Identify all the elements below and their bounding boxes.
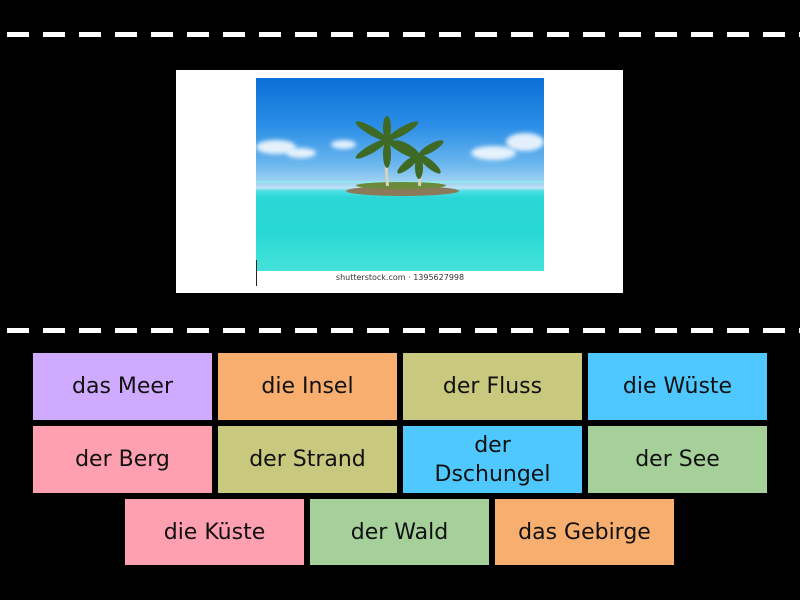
tile-label: der Strand <box>249 447 366 472</box>
answer-tile-der-see[interactable]: der See <box>588 426 767 493</box>
tile-label: die Insel <box>261 374 354 399</box>
image-left-rule <box>256 260 257 286</box>
tile-label: die Wüste <box>622 374 733 399</box>
answer-tile-die-kueste[interactable]: die Küste <box>125 499 304 565</box>
tile-label: der Berg <box>75 447 170 472</box>
image-card: shutterstock.com · 1395627998 <box>176 70 623 293</box>
answer-tile-der-fluss[interactable]: der Fluss <box>403 353 582 420</box>
tile-label: der Dschungel <box>434 432 551 487</box>
top-divider <box>0 32 800 37</box>
answer-tile-das-meer[interactable]: das Meer <box>33 353 212 420</box>
answer-tile-die-wueste[interactable]: die Wüste <box>588 353 767 420</box>
image-caption: shutterstock.com · 1395627998 <box>335 273 465 282</box>
tile-label: das Meer <box>72 374 173 399</box>
tile-label: der Fluss <box>442 374 543 399</box>
tile-label: der Wald <box>350 519 449 545</box>
answer-tile-das-gebirge[interactable]: das Gebirge <box>495 499 674 565</box>
answer-tile-die-insel[interactable]: die Insel <box>218 353 397 420</box>
answer-tile-der-wald[interactable]: der Wald <box>310 499 489 565</box>
island-photo <box>256 78 544 271</box>
bottom-divider <box>0 328 800 333</box>
tile-label: der See <box>635 447 720 472</box>
tile-label: das Gebirge <box>518 519 651 545</box>
tile-label: die Küste <box>163 519 266 545</box>
answer-tile-der-strand[interactable]: der Strand <box>218 426 397 493</box>
answer-tile-der-dschungel[interactable]: der Dschungel <box>403 426 582 493</box>
answer-tile-der-berg[interactable]: der Berg <box>33 426 212 493</box>
